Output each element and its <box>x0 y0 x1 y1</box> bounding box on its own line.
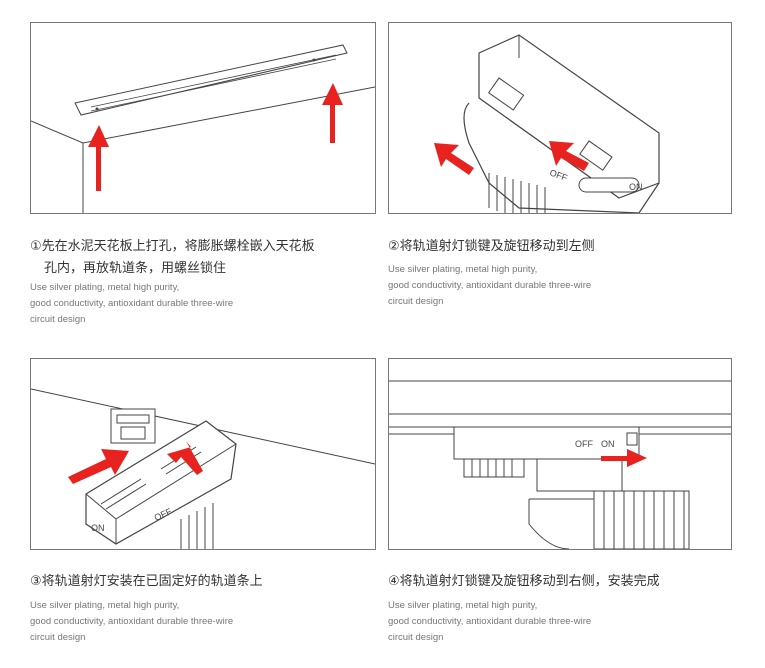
step-3-description: Use silver plating, metal high purity, g… <box>30 598 233 646</box>
desc-line: circuit design <box>388 296 444 307</box>
adapter-install-drawing: ON OFF <box>31 388 375 549</box>
on-label: ON <box>91 523 105 533</box>
desc-line: Use silver plating, metal high purity, <box>30 282 180 293</box>
adapter-locked-drawing: OFF ON <box>389 380 731 549</box>
step-2-illustration: OFF ON <box>388 22 732 214</box>
step-2-title: ②将轨道射灯锁键及旋钮移动到左侧 <box>388 239 595 254</box>
step-1-title: ①先在水泥天花板上打孔，将膨胀螺栓嵌入天花板 孔内，再放轨道条，用螺丝锁住 <box>30 239 315 276</box>
on-label: ON <box>629 182 643 192</box>
arrow-left-outer <box>434 143 474 175</box>
arrow-right <box>601 449 647 467</box>
step-4-illustration: OFF ON <box>388 358 732 550</box>
desc-line: Use silver plating, metal high purity, <box>30 600 180 611</box>
off-label: OFF <box>575 439 593 449</box>
step-4-description: Use silver plating, metal high purity, g… <box>388 598 591 646</box>
desc-line: circuit design <box>388 632 444 643</box>
desc-line: good conductivity, antioxidant durable t… <box>30 298 234 309</box>
adapter-unlock-drawing: OFF ON <box>434 34 660 213</box>
step-3-illustration: ON OFF <box>30 358 376 550</box>
desc-line: good conductivity, antioxidant durable t… <box>30 616 234 627</box>
desc-line: circuit design <box>30 632 86 643</box>
arrow-up-right <box>322 83 343 143</box>
arrow-up-right-left <box>68 449 129 484</box>
step-4-title: ④将轨道射灯锁键及旋钮移动到右侧，安装完成 <box>388 574 660 589</box>
desc-line: good conductivity, antioxidant durable t… <box>388 616 592 627</box>
desc-line: Use silver plating, metal high purity, <box>388 600 538 611</box>
step-2-description: Use silver plating, metal high purity, g… <box>388 262 591 310</box>
arrow-up-left <box>88 125 109 191</box>
desc-line: Use silver plating, metal high purity, <box>388 264 538 275</box>
ceiling-rail-drawing <box>31 44 375 213</box>
desc-line: good conductivity, antioxidant durable t… <box>388 280 592 291</box>
on-label: ON <box>601 439 615 449</box>
step-1-description: Use silver plating, metal high purity, g… <box>30 280 233 328</box>
off-label: OFF <box>548 167 569 183</box>
arrow-left-inner <box>549 141 589 171</box>
arrow-up-left-right <box>167 441 203 475</box>
step-1-illustration <box>30 22 376 214</box>
step-3-title: ③将轨道射灯安装在已固定好的轨道条上 <box>30 574 263 589</box>
desc-line: circuit design <box>30 314 86 325</box>
